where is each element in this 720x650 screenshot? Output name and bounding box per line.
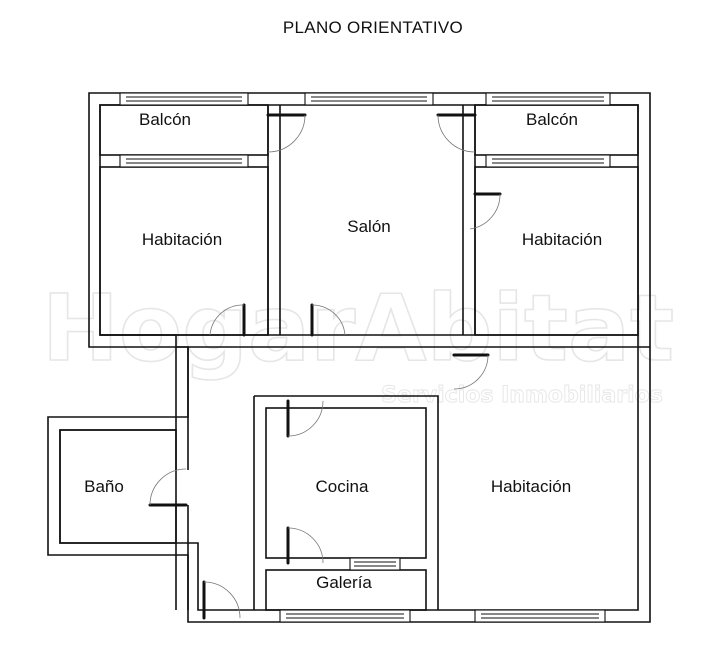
door-entrance	[202, 580, 241, 620]
window-top-right	[485, 92, 611, 106]
room-label-bedroom-bottom: Habitación	[491, 477, 571, 496]
door-kitchen	[286, 399, 324, 438]
window-balcony-left	[119, 154, 249, 168]
door-salon-balcony-right	[436, 113, 477, 153]
room-label-bath: Baño	[84, 477, 124, 496]
door-bedroom-right	[469, 192, 502, 230]
room-label-salon: Salón	[347, 217, 390, 236]
watermark-brand: HogarAbitat	[42, 275, 674, 382]
window-kitchen-galeria	[349, 557, 401, 571]
door-bedroom-left	[209, 303, 246, 337]
plan-title: PLANO ORIENTATIVO	[283, 18, 463, 37]
door-salon-hall	[310, 303, 346, 337]
door-salon-balcony-left	[266, 113, 307, 153]
door-bedroom-bottom	[452, 353, 490, 390]
bath-wall	[59, 429, 177, 544]
room-label-balcony-right: Balcón	[526, 110, 578, 129]
door-galeria	[286, 526, 324, 565]
door-bath	[148, 468, 188, 507]
room-label-bedroom-left: Habitación	[142, 230, 222, 249]
kitchen-wall	[265, 407, 427, 559]
window-balcony-right	[485, 154, 611, 168]
watermark: HogarAbitat Servicios Inmobiliarios	[41, 274, 675, 408]
room-label-bedroom-right: Habitación	[522, 230, 602, 249]
doors	[148, 113, 502, 620]
windows	[119, 92, 611, 623]
window-bottom-galeria	[279, 609, 411, 623]
room-label-balcony-left: Balcón	[139, 110, 191, 129]
room-label-kitchen: Cocina	[316, 477, 369, 496]
window-bottom-bedroom	[474, 609, 606, 623]
window-top-center	[304, 92, 434, 106]
room-labels: Balcón Balcón Habitación Salón Habitació…	[84, 110, 602, 592]
watermark-tagline: Servicios Inmobiliarios	[381, 383, 663, 408]
room-label-galeria: Galería	[316, 573, 372, 592]
window-top-left	[119, 92, 249, 106]
